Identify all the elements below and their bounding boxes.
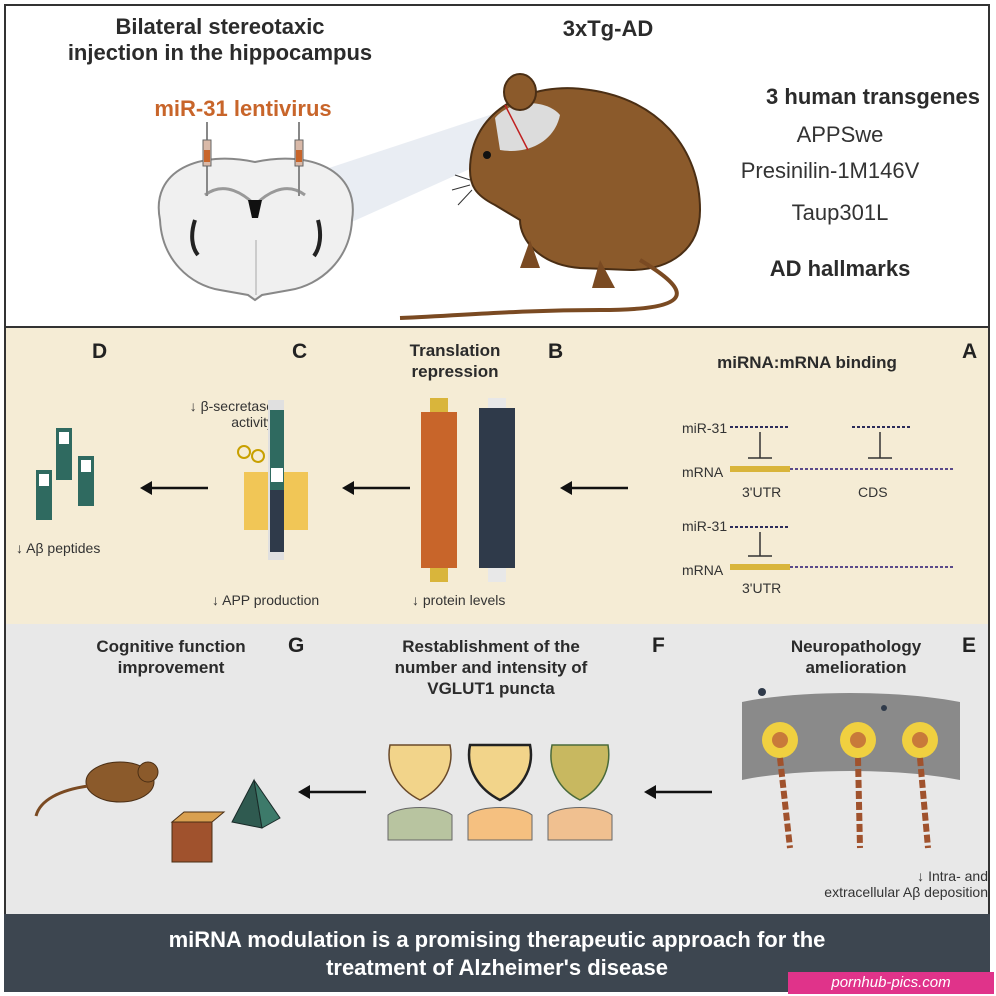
panel-e-letter: E bbox=[962, 634, 977, 657]
mir-label-2: miR-31 bbox=[682, 518, 728, 534]
syringe-right-icon bbox=[294, 122, 304, 196]
panel-c-caption-text: APP production bbox=[222, 592, 320, 608]
conclusion-line-2: treatment of Alzheimer's disease bbox=[326, 955, 668, 980]
arrow-e-to-f bbox=[644, 785, 712, 799]
mouse-icon bbox=[399, 73, 702, 320]
mrna-label-2: mRNA bbox=[682, 562, 724, 578]
panel-f-title: Restablishment of the number and intensi… bbox=[336, 636, 646, 699]
panel-d-letter: D bbox=[92, 340, 108, 363]
mir-strand-2 bbox=[730, 526, 790, 557]
transgene-2: Presinilin-1M146V bbox=[740, 158, 920, 183]
mrna-label-1: mRNA bbox=[682, 464, 724, 480]
virus-label: miR-31 lentivirus bbox=[154, 96, 332, 121]
app-membrane-icon bbox=[237, 400, 308, 560]
mir-strand-1b bbox=[852, 426, 910, 459]
conclusion-line-1: miRNA modulation is a promising therapeu… bbox=[168, 927, 826, 952]
panel-g-title-line-2: improvement bbox=[117, 658, 225, 677]
panel-a-title: miRNA:mRNA binding bbox=[717, 353, 897, 372]
panel-f-letter: F bbox=[652, 634, 665, 657]
transgene-1: APPSwe bbox=[796, 122, 884, 147]
panel-e-title: Neuropathology amelioration bbox=[756, 636, 956, 678]
panel-e-caption-line-2: extracellular Aβ deposition bbox=[824, 884, 988, 900]
arrow-c-to-d bbox=[140, 481, 208, 495]
panel-f-title-line-2: number and intensity of bbox=[394, 658, 588, 677]
syringe-left-icon bbox=[202, 122, 212, 196]
synapse-icon-3 bbox=[547, 744, 613, 841]
cube-object-icon bbox=[170, 811, 226, 863]
app-protein-bar bbox=[479, 398, 515, 582]
abeta-peptides-icon bbox=[36, 428, 94, 520]
panel-f-title-line-1: Restablishment of the bbox=[402, 637, 580, 656]
panel-d-caption-text: Aβ peptides bbox=[26, 540, 101, 556]
secretase-line-2: activity bbox=[231, 414, 274, 430]
pyramid-object-icon bbox=[231, 778, 281, 829]
arrow-a-to-b bbox=[560, 481, 628, 495]
secretase-line-1-text: β-secretase bbox=[200, 398, 274, 414]
panel-e-caption-line-1: ↓ Intra- and bbox=[917, 868, 988, 884]
cds-label: CDS bbox=[858, 484, 888, 500]
hallmarks-label: AD hallmarks bbox=[769, 256, 911, 281]
model-label: 3xTg-AD bbox=[562, 16, 654, 41]
arrow-f-to-g bbox=[298, 785, 366, 799]
panel-g-letter: G bbox=[288, 634, 305, 657]
panel-b-caption: ↓ protein levels bbox=[412, 592, 506, 608]
mrna-strand-1 bbox=[730, 466, 955, 472]
injection-site-marker bbox=[504, 104, 529, 151]
panel-b-title-line-1: Translation bbox=[409, 341, 501, 360]
panel-b-letter: B bbox=[548, 340, 564, 363]
injection-title: Bilateral stereotaxic injection in the h… bbox=[40, 14, 400, 66]
panel-e-title-line-2: amelioration bbox=[805, 658, 907, 677]
bace-protein-bar bbox=[421, 398, 457, 582]
conclusion-text: miRNA modulation is a promising therapeu… bbox=[4, 926, 990, 982]
panel-c-letter: C bbox=[292, 340, 308, 363]
panel-f-title-line-3: VGLUT1 puncta bbox=[427, 679, 555, 698]
utr-label-1: 3'UTR bbox=[742, 484, 782, 500]
mir-strand-1a bbox=[730, 426, 790, 459]
watermark: pornhub-pics.com bbox=[788, 972, 994, 994]
transgenes-title: 3 human transgenes bbox=[766, 84, 980, 109]
utr-label-2: 3'UTR bbox=[742, 580, 782, 596]
secretase-line-1: ↓ β-secretase bbox=[189, 398, 274, 414]
arrow-b-to-c bbox=[342, 481, 410, 495]
panel-g-title: Cognitive function improvement bbox=[60, 636, 282, 678]
panel-b-title: Translation repression bbox=[370, 340, 540, 382]
transgene-3: Taup301L bbox=[791, 200, 889, 225]
panel-g-title-line-1: Cognitive function bbox=[96, 637, 246, 656]
panel-b-caption-text: protein levels bbox=[422, 592, 506, 608]
mir-label-1: miR-31 bbox=[682, 420, 728, 436]
neuron-tissue-icon bbox=[742, 688, 960, 849]
test-mouse-icon bbox=[34, 761, 159, 817]
panel-e-caption: ↓ Intra- and extracellular Aβ deposition bbox=[730, 868, 988, 900]
panel-d-caption: ↓ Aβ peptides bbox=[16, 540, 101, 556]
synapse-icon-2 bbox=[467, 743, 533, 841]
panel-e-title-line-1: Neuropathology bbox=[790, 637, 922, 656]
panel-b-title-line-2: repression bbox=[411, 362, 499, 381]
panel-a-letter: A bbox=[962, 340, 978, 363]
panel-c-caption: ↓ APP production bbox=[212, 592, 320, 608]
injection-title-line-2: injection in the hippocampus bbox=[67, 40, 373, 65]
mrna-strand-2 bbox=[730, 564, 955, 570]
secretase-label: ↓ β-secretase activity bbox=[164, 398, 274, 430]
panel-e-caption-line-1-text: Intra- and bbox=[928, 868, 988, 884]
synapse-icon-1 bbox=[387, 744, 453, 841]
injection-title-line-1: Bilateral stereotaxic bbox=[115, 14, 325, 39]
